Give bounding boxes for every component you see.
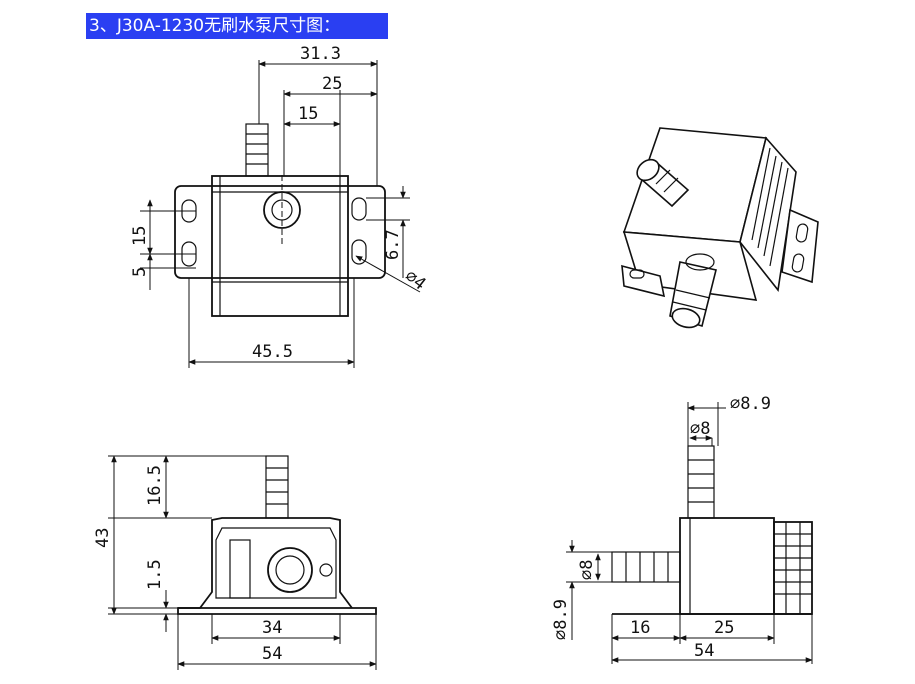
iso-right-face <box>739 136 797 292</box>
dim-inlet-8-9: ⌀8.9 <box>551 599 571 640</box>
dim-25-side: 25 <box>714 618 734 638</box>
dim-31-3: 31.3 <box>300 44 341 64</box>
dim-6-7: 6.7 <box>383 229 403 260</box>
side-view: ⌀8.9 ⌀8 ⌀8 ⌀8.9 16 25 54 <box>551 394 813 664</box>
front-body-outline <box>178 517 353 609</box>
dim-inlet-8: ⌀8 <box>577 560 597 580</box>
side-inlet-barb <box>611 551 681 583</box>
drawing-title: 3、J30A-1230无刷水泵尺寸图： <box>86 13 388 39</box>
dim-outlet-8-9: ⌀8.9 <box>730 394 771 414</box>
side-outlet-barb <box>687 445 715 519</box>
front-view: 43 16.5 1.5 34 54 <box>93 455 377 670</box>
dim-outlet-8: ⌀8 <box>690 419 710 439</box>
side-body <box>679 517 775 615</box>
iso-fins <box>751 147 789 267</box>
side-fin-block <box>773 521 813 615</box>
dim-15-left: 15 <box>130 226 150 246</box>
dim-45-5: 45.5 <box>252 342 293 362</box>
front-label-panel <box>229 539 251 599</box>
dim-1-5: 1.5 <box>145 559 165 590</box>
dim-54-side: 54 <box>694 641 714 661</box>
dim-25-top: 25 <box>322 74 342 94</box>
dim-16-5: 16.5 <box>145 465 165 506</box>
side-fins <box>774 522 812 614</box>
iso-flange-left <box>621 264 666 298</box>
dim-43: 43 <box>93 528 113 548</box>
isometric-view <box>621 127 819 329</box>
top-view: 31.3 25 15 45.5 15 5 6.7 ⌀4 <box>130 44 429 368</box>
top-inlet-circle <box>263 191 301 229</box>
iso-flange-right <box>781 208 819 284</box>
top-flange <box>174 185 386 279</box>
dim-54-front: 54 <box>262 644 282 664</box>
dim-16: 16 <box>630 618 650 638</box>
dim-5-left: 5 <box>130 267 150 277</box>
top-outlet-barb <box>245 123 269 177</box>
dim-15-top: 15 <box>298 104 318 124</box>
iso-inlet-barb <box>669 253 717 329</box>
top-body <box>211 175 349 317</box>
iso-outlet-barb <box>636 158 690 208</box>
dim-34: 34 <box>262 618 282 638</box>
front-inlet <box>267 547 313 593</box>
top-slot-right-lower <box>351 239 367 265</box>
top-slot-right-upper <box>351 197 367 221</box>
dim-hole-4: ⌀4 <box>401 266 429 294</box>
front-base-plate <box>177 607 377 615</box>
front-nozzle <box>265 455 289 519</box>
